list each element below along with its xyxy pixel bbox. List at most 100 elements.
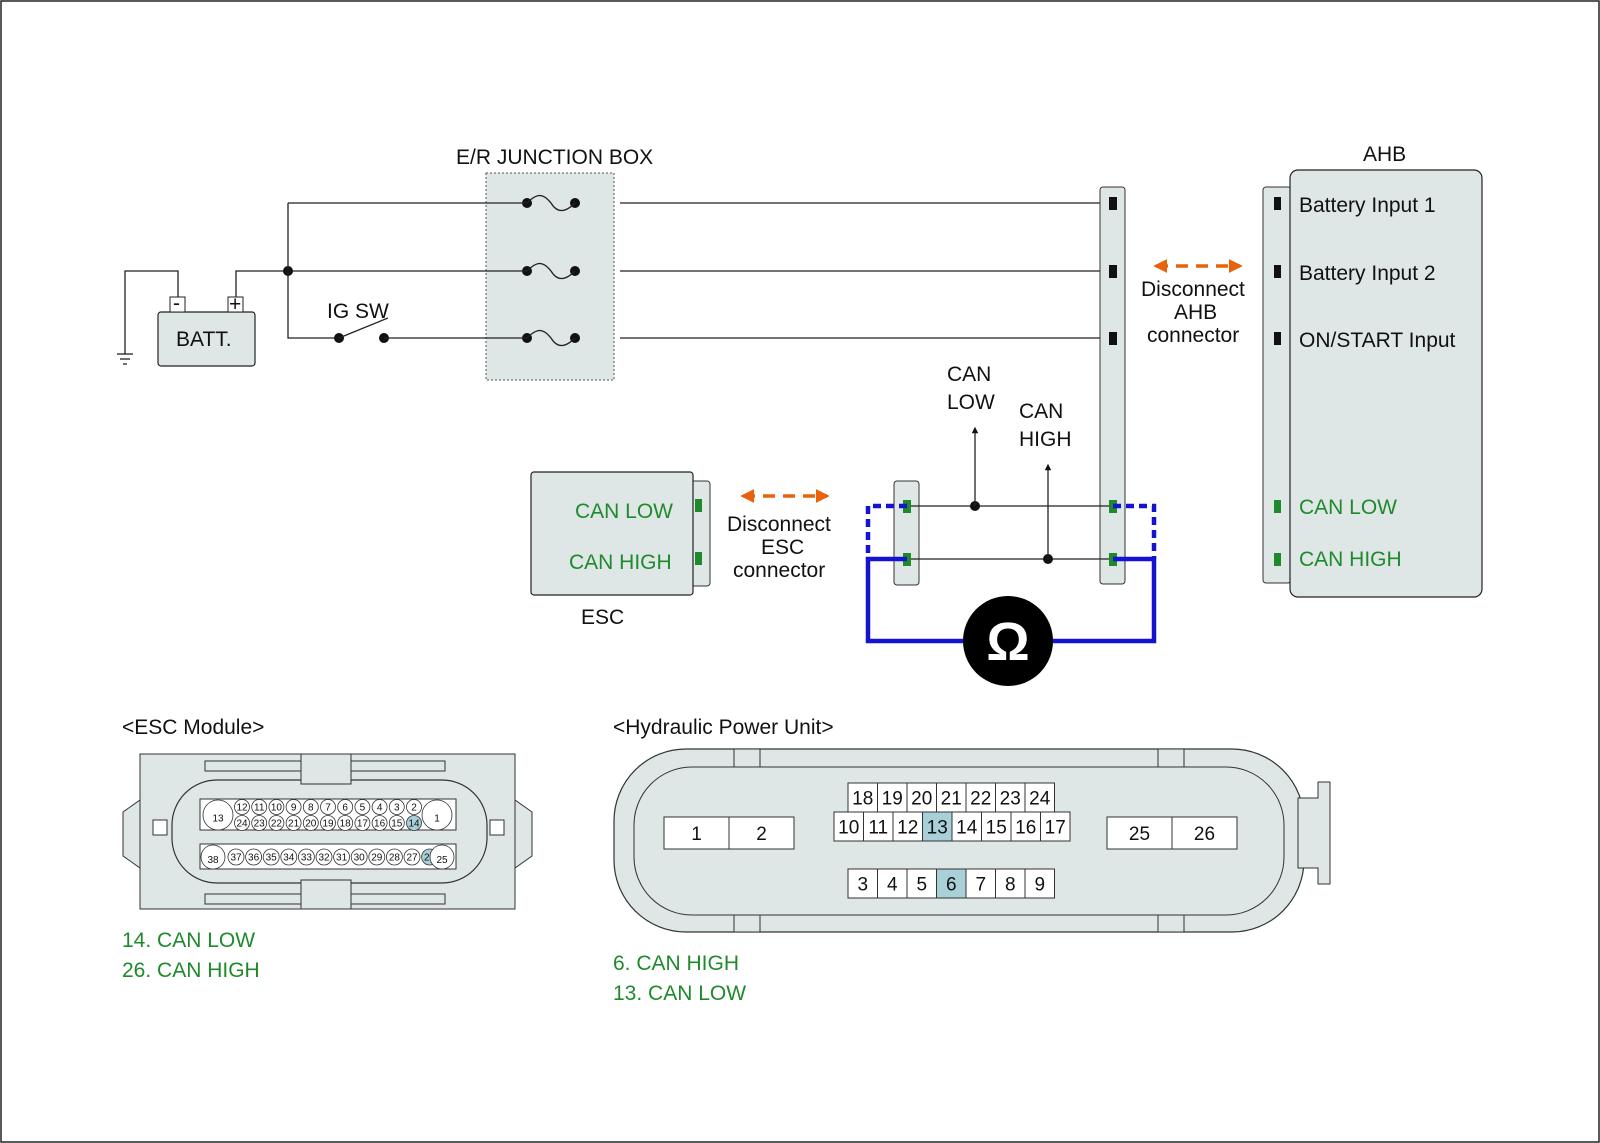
- junction-box-title: E/R JUNCTION BOX: [456, 146, 653, 169]
- svg-text:17: 17: [1045, 818, 1066, 839]
- svg-text:5: 5: [916, 875, 927, 896]
- svg-text:13: 13: [212, 813, 224, 824]
- battery-pos: +: [229, 293, 241, 316]
- svg-text:36: 36: [248, 853, 260, 864]
- hpu-pin-18: 18: [847, 782, 878, 813]
- svg-text:16: 16: [374, 819, 386, 830]
- hpu-legend-2: 13. CAN LOW: [613, 982, 746, 1005]
- hpu-pin-5: 5: [906, 868, 937, 899]
- esc-face-pin-14: 14: [406, 815, 422, 831]
- svg-text:8: 8: [308, 803, 314, 814]
- esc-face-pin-33: 33: [297, 848, 315, 866]
- hpu-pin-13: 13: [922, 811, 953, 842]
- ahb-connector: [1262, 186, 1292, 584]
- ground-icon: [117, 270, 179, 365]
- svg-text:4: 4: [377, 803, 383, 814]
- hpu-pin-10: 10: [833, 811, 864, 842]
- disconnect-ahb-line1: Disconnect: [1141, 278, 1245, 301]
- svg-text:37: 37: [230, 853, 242, 864]
- esc-face-pin-6: 6: [337, 799, 354, 815]
- esc-face-pin-31: 31: [333, 848, 351, 866]
- svg-text:28: 28: [389, 853, 401, 864]
- svg-text:18: 18: [340, 819, 352, 830]
- hpu-pin-19: 19: [877, 782, 908, 813]
- svg-text:21: 21: [941, 789, 962, 810]
- esc-face-pin-8: 8: [302, 799, 319, 815]
- svg-text:1: 1: [691, 824, 702, 845]
- ohm-icon: Ω: [986, 612, 1029, 672]
- svg-text:17: 17: [357, 819, 369, 830]
- esc-module-legend-1: 14. CAN LOW: [122, 929, 255, 952]
- disconnect-esc-line3: connector: [733, 559, 825, 582]
- svg-text:11: 11: [868, 818, 888, 839]
- hpu-pin-17: 17: [1040, 811, 1071, 842]
- esc-face-pin-37: 37: [227, 848, 245, 866]
- svg-text:19: 19: [882, 789, 903, 810]
- svg-text:16: 16: [1015, 818, 1036, 839]
- svg-text:3: 3: [857, 875, 868, 896]
- esc-face-pin-9: 9: [285, 799, 302, 815]
- ahb-pin-battery-1: Battery Input 1: [1299, 194, 1436, 217]
- esc-face-pin-3: 3: [388, 799, 405, 815]
- svg-text:24: 24: [236, 819, 248, 830]
- ahb-pin-on-start: ON/START Input: [1299, 329, 1456, 352]
- svg-text:10: 10: [838, 818, 859, 839]
- probe-can-low-line1: CAN: [947, 363, 991, 386]
- svg-text:15: 15: [391, 819, 403, 830]
- svg-text:1: 1: [434, 813, 440, 824]
- esc-face-pin-15: 15: [388, 815, 405, 831]
- svg-text:22: 22: [271, 819, 283, 830]
- hpu-pin-25: 25: [1106, 816, 1173, 850]
- svg-text:33: 33: [301, 853, 313, 864]
- svg-text:9: 9: [291, 803, 297, 814]
- esc-face-pin-1: 1: [421, 799, 453, 831]
- svg-text:25: 25: [1129, 824, 1150, 845]
- ahb-module: [1289, 169, 1483, 598]
- svg-text:13: 13: [927, 818, 948, 839]
- esc-module-connector-face: [122, 753, 533, 910]
- svg-text:27: 27: [406, 853, 418, 864]
- hpu-pin-4: 4: [877, 868, 908, 899]
- disconnect-ahb-line2: AHB: [1174, 301, 1217, 324]
- svg-text:5: 5: [360, 803, 366, 814]
- hpu-legend-1: 6. CAN HIGH: [613, 952, 739, 975]
- esc-face-pin-12: 12: [234, 799, 250, 815]
- disconnect-esc-line2: ESC: [761, 536, 804, 559]
- hpu-pin-14: 14: [951, 811, 982, 842]
- hpu-pin-7: 7: [965, 868, 996, 899]
- hpu-pin-8: 8: [995, 868, 1026, 899]
- junction-box: [485, 172, 615, 381]
- svg-text:21: 21: [288, 819, 300, 830]
- esc-face-pin-27: 27: [403, 848, 421, 866]
- hpu-pin-24: 24: [1024, 782, 1055, 813]
- hpu-pin-23: 23: [995, 782, 1026, 813]
- svg-text:14: 14: [408, 819, 420, 830]
- svg-text:23: 23: [1000, 789, 1021, 810]
- probe-can-low-line2: LOW: [947, 391, 995, 414]
- esc-face-pin-24: 24: [234, 815, 250, 831]
- hpu-pin-12: 12: [892, 811, 923, 842]
- svg-text:11: 11: [254, 803, 265, 814]
- ahb-title: AHB: [1363, 143, 1406, 166]
- svg-text:26: 26: [1194, 824, 1215, 845]
- hpu-pin-16: 16: [1010, 811, 1041, 842]
- hpu-pin-20: 20: [906, 782, 937, 813]
- svg-text:19: 19: [322, 819, 334, 830]
- hpu-pin-15: 15: [981, 811, 1012, 842]
- esc-face-pin-38: 38: [200, 844, 226, 870]
- esc-module-legend-2: 26. CAN HIGH: [122, 959, 260, 982]
- ig-switch: [334, 317, 527, 343]
- esc-face-pin-22: 22: [268, 815, 285, 831]
- esc-face-pin-19: 19: [320, 815, 336, 831]
- esc-harness-connector: [893, 480, 920, 586]
- ahb-harness-connector: [1099, 186, 1126, 585]
- svg-text:9: 9: [1034, 875, 1045, 896]
- disconnect-ahb-line3: connector: [1147, 324, 1239, 347]
- esc-module: [530, 471, 694, 596]
- esc-module-view-title: <ESC Module>: [122, 716, 264, 739]
- svg-text:2: 2: [756, 824, 767, 845]
- disconnect-esc-line1: Disconnect: [727, 513, 831, 536]
- svg-text:32: 32: [318, 853, 330, 864]
- hpu-pin-26: 26: [1171, 816, 1238, 850]
